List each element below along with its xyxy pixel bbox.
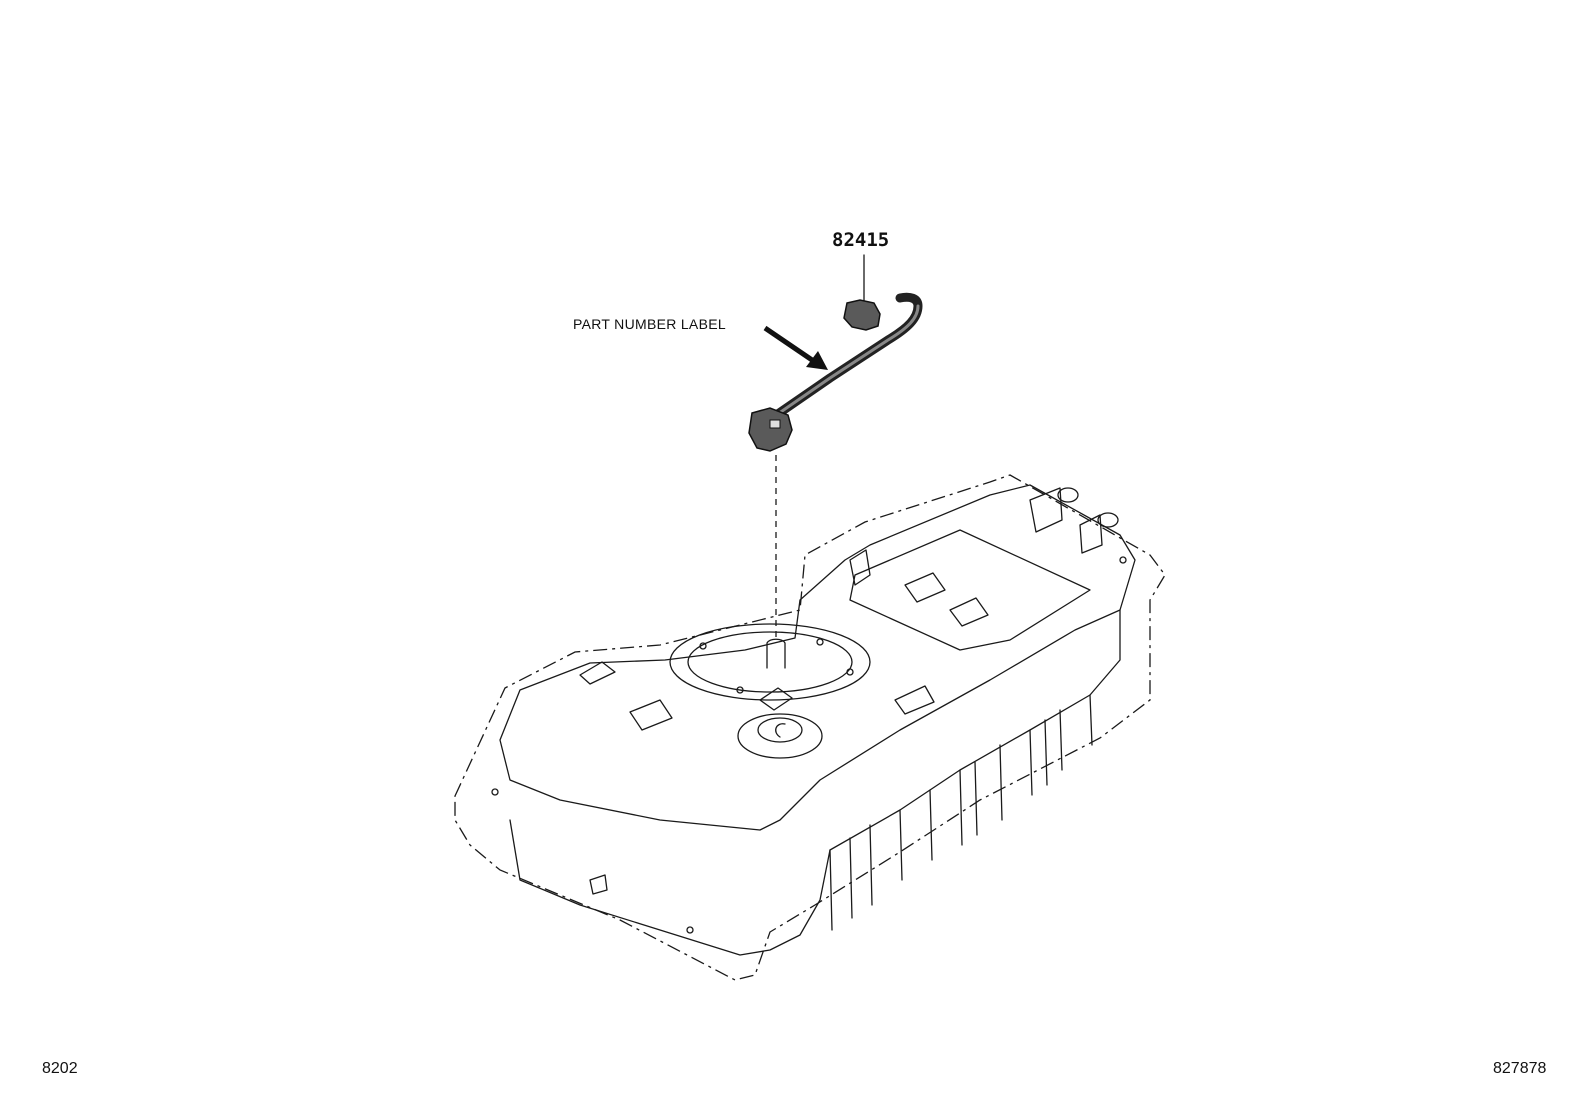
sender-cap [737,713,823,759]
wire-harness-part [748,254,923,452]
part-number-label-text: PART NUMBER LABEL [573,316,726,332]
tank-upper-body [499,484,1136,831]
harness-bottom-connector [748,407,793,452]
harness-top-connector [843,299,881,331]
fuel-pump-flange [669,623,871,701]
tank-top-panel [849,529,1091,651]
tank-side-ribs [829,694,1093,931]
diagram-code-right: 827878 [1493,1060,1547,1077]
diagram-code-left: 8202 [42,1060,78,1077]
tank-lower-body [509,609,1121,956]
fuel-tank [454,474,1166,981]
tank-phantom-outline [454,474,1166,981]
pump-connector [766,638,786,669]
part-callout-82415: 82415 [832,229,890,251]
label-arrow [763,325,817,365]
inlet-pipes [1029,487,1119,554]
